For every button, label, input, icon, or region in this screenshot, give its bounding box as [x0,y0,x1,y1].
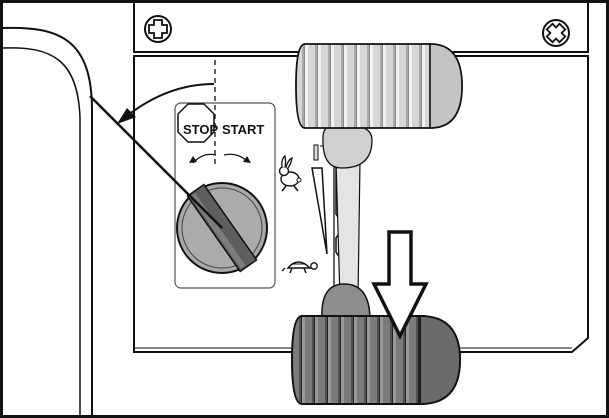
housing-edge-inner [2,47,81,418]
stop-start-curved-arrows-icon [189,153,251,164]
rabbit-icon [278,154,302,192]
dial-position-indicator-line [89,95,223,229]
stop-octagon-icon [177,103,215,143]
turtle-icon [281,261,318,274]
rotation-arrowhead [117,108,136,124]
throttle-lever-clip [313,144,319,161]
down-arrow-icon [371,230,429,340]
throttle-knob[interactable] [290,283,462,405]
top-left-screw-icon [144,15,172,43]
housing-edge-outer [2,26,93,418]
throttle-knob-upper-position [295,43,463,169]
stop-label: STOP [183,122,218,137]
start-label: START [222,122,264,137]
throttle-speed-wedge [311,167,328,255]
top-right-screw-icon [542,19,570,47]
